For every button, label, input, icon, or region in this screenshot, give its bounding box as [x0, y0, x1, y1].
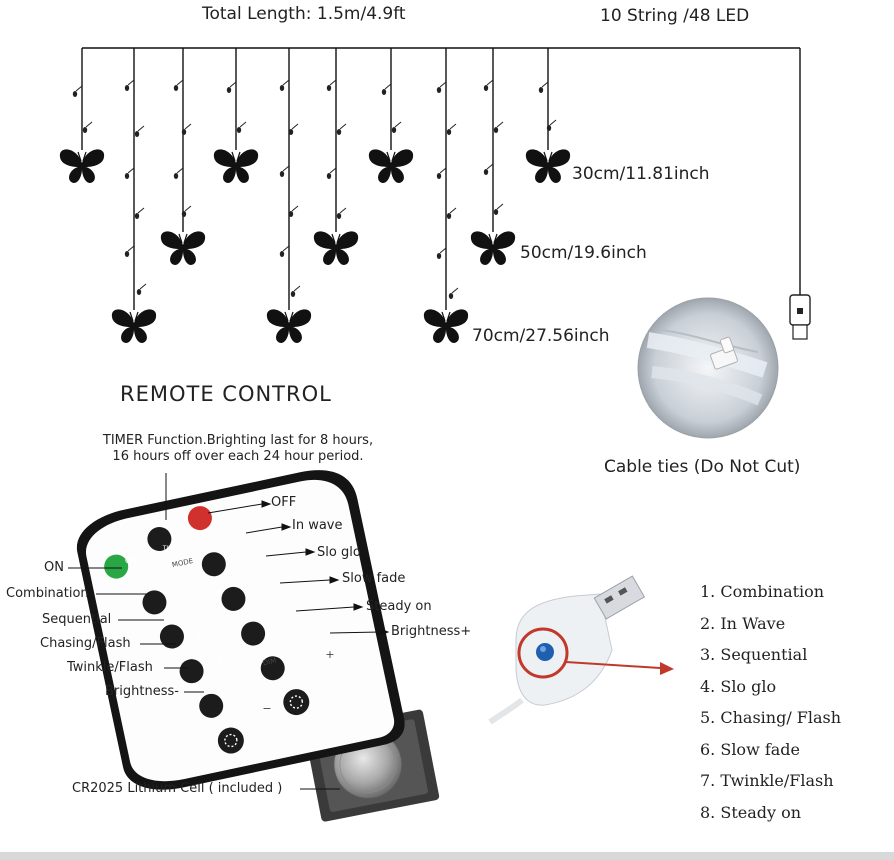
label-brightness-plus: Brightness+ [391, 624, 472, 639]
timer-note-line: 16 hours off over each 24 hour period. [112, 449, 364, 464]
mode-list-item: 4. Slo glo [700, 676, 777, 696]
mode-list: 1. Combination 2. In Wave 3. Sequential … [700, 582, 841, 834]
button-number: 4 [240, 572, 247, 583]
dim-label: DIM [262, 657, 277, 668]
cable-ties-label: Cable ties (Do Not Cut) [604, 457, 801, 477]
curtain-diagram [59, 47, 811, 344]
length-label-70cm: 70cm/27.56inch [472, 326, 610, 346]
battery-label: CR2025 Lithium Cell ( included ) [72, 781, 283, 796]
button-number: 5 [196, 633, 203, 644]
length-label-30cm: 30cm/11.81inch [572, 164, 710, 184]
bottom-divider [0, 852, 894, 860]
button-number: 3 [172, 606, 179, 617]
label-on: ON [44, 560, 64, 575]
button-number: 6 [262, 596, 269, 607]
cable-tie-photo [637, 297, 779, 439]
mode-list-item: 3. Sequential [700, 645, 808, 664]
mode-list-item: 5. Chasing/ Flash [700, 708, 842, 727]
minus-label: − [262, 702, 271, 715]
remote-control-illustration [76, 470, 440, 822]
mode-list-item: 1. Combination [700, 582, 825, 601]
mode-list-item: 8. Steady on [700, 802, 802, 822]
length-label-50cm: 50cm/19.6inch [520, 243, 647, 263]
remote-control-title: REMOTE CONTROL [120, 382, 332, 406]
label-chasing-flash: Chasing/Flash [40, 636, 131, 651]
mode-list-item: 2. In Wave [700, 613, 786, 633]
label-slo-glo: Slo glo [317, 545, 361, 560]
label-sequential: Sequential [42, 612, 112, 627]
timer-button-text: TIMER [162, 545, 182, 552]
button-number: 7 [216, 657, 223, 668]
button-number: 8 [284, 620, 291, 631]
label-in-wave: In wave [292, 518, 343, 533]
button-number: 2 [221, 546, 228, 557]
label-off: OFF [271, 495, 297, 510]
label-brightness-minus: Brightness- [105, 684, 179, 699]
mode-list-item: 6. Slow fade [700, 739, 801, 759]
timer-note: TIMER Function.Brighting last for 8 hour… [88, 433, 388, 465]
timer-note-line: TIMER Function.Brighting last for 8 hour… [102, 433, 374, 448]
plug-icon [789, 294, 811, 340]
label-combination: Combination [6, 586, 89, 601]
label-slow-fade: Slow fade [342, 571, 406, 586]
plus-label: + [325, 648, 334, 661]
button-number: 1 [154, 578, 161, 589]
usb-controller-illustration [488, 575, 674, 725]
label-steady-on: Steady on [366, 599, 432, 614]
label-twinkle-flash: Twinkle/Flash [67, 660, 153, 675]
total-length-label: Total Length: 1.5m/4.9ft [202, 4, 406, 24]
mode-list-item: 7. Twinkle/Flash [700, 771, 834, 790]
on-button-text: ON [125, 556, 137, 565]
string-count-label: 10 String /48 LED [600, 6, 750, 26]
